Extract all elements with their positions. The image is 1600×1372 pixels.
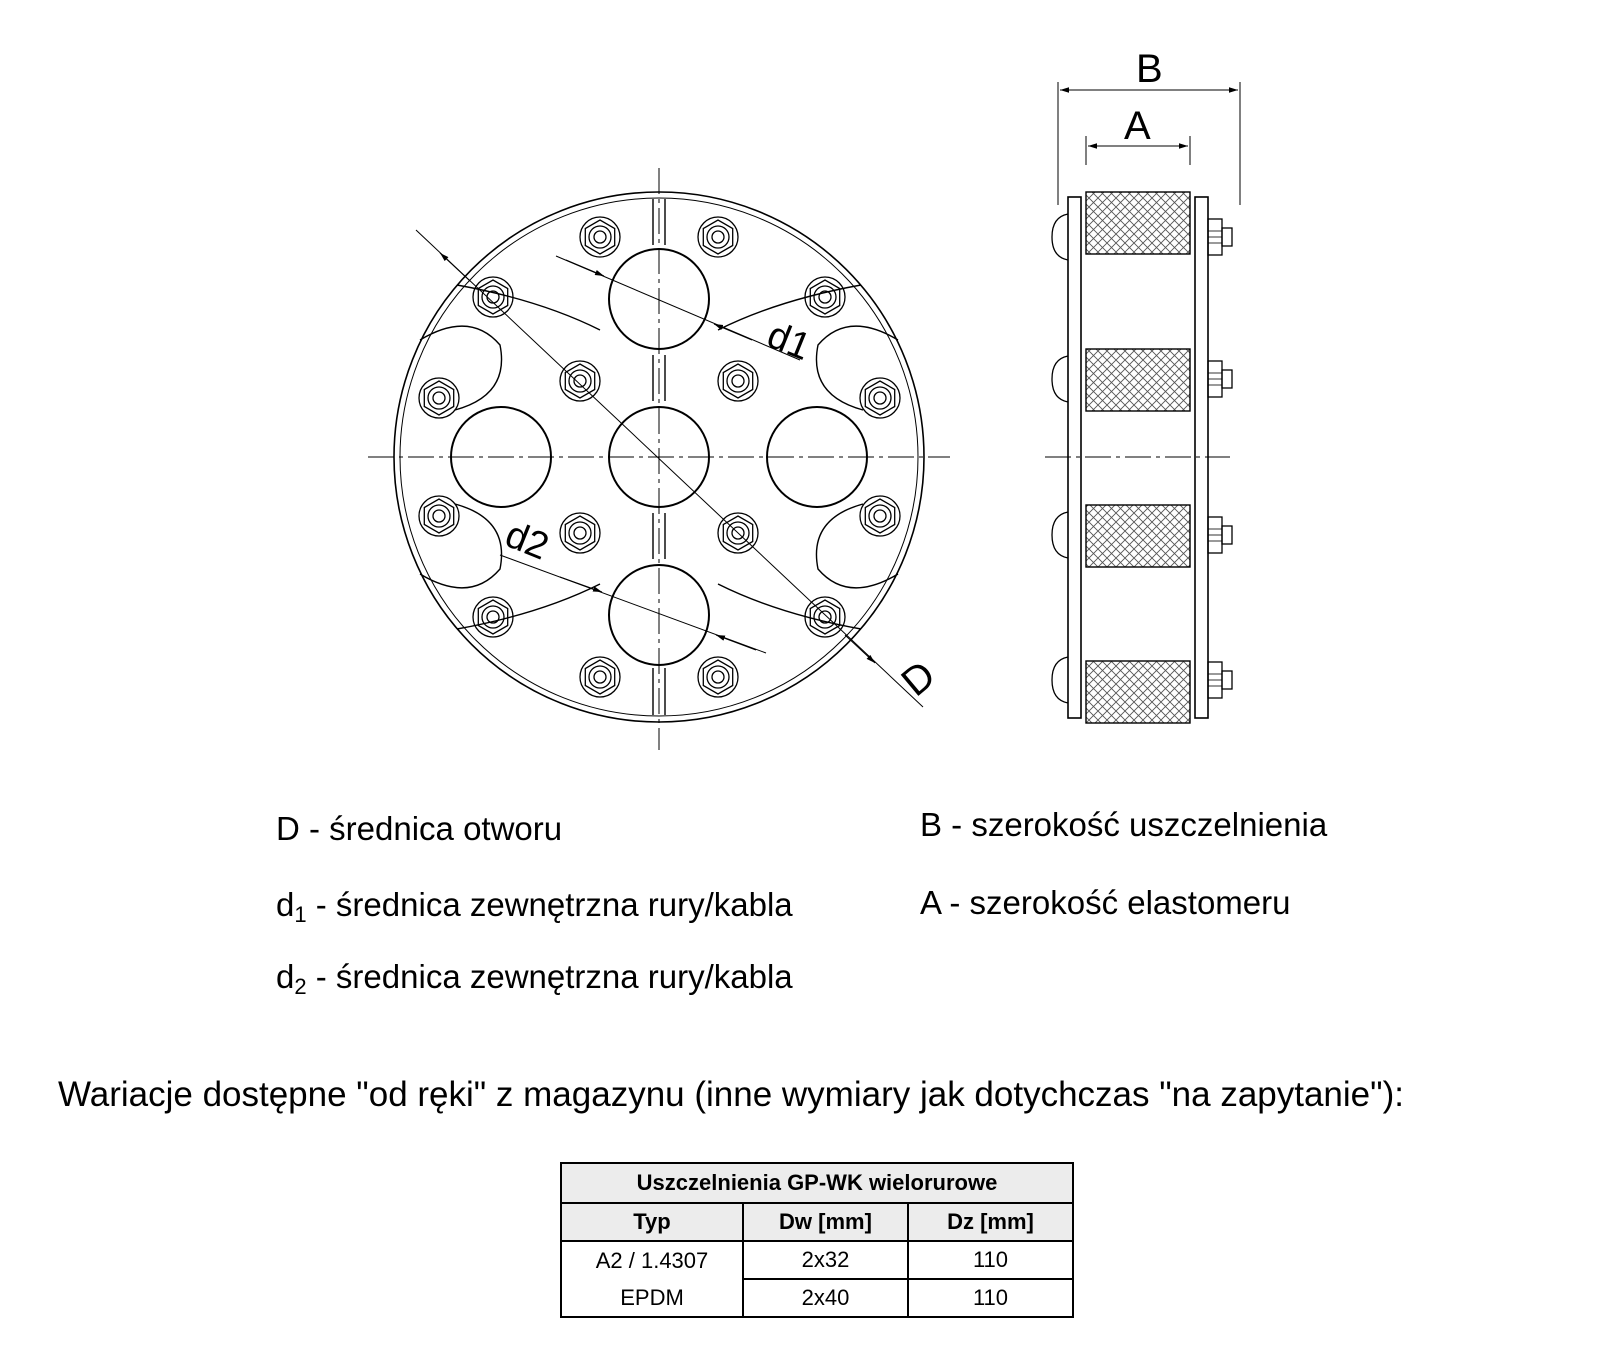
table-cell-typ: EPDM [560, 1279, 744, 1318]
bolt-nut [697, 656, 739, 698]
bolt-nut [418, 495, 460, 537]
side-bolt [1051, 213, 1233, 261]
label-B: B [1136, 47, 1163, 91]
inner-rim [399, 197, 919, 717]
legend-d1-subscript: 1 [294, 902, 307, 927]
table-header-dw: Dw [mm] [742, 1202, 909, 1242]
legend-d2-symbol: d [276, 958, 295, 995]
legend-B: B - szerokość uszczelnienia [920, 808, 1327, 841]
legend-d1: d1 - średnica zewnętrzna rury/kabla [276, 888, 793, 926]
legend-D-symbol: D [276, 810, 300, 847]
legend-B-symbol: B [920, 806, 943, 843]
outer-circle [393, 191, 925, 723]
bolt-nut [472, 276, 514, 318]
variants-table: Uszczelnienia GP-WK wielorurowe Typ Dw [… [560, 1162, 1074, 1318]
table-cell-typ: A2 / 1.4307 [560, 1240, 744, 1279]
legend-d2-text: - średnica zewnętrzna rury/kabla [306, 958, 793, 995]
right-plate [1194, 196, 1209, 719]
bolt-nut [859, 377, 901, 419]
legend-B-text: - szerokość uszczelnienia [942, 806, 1328, 843]
bolt-nut [804, 596, 846, 638]
legend-A: A - szerokość elastomeru [920, 886, 1291, 919]
table-cell-dw: 2x40 [742, 1278, 909, 1318]
elastomer-blocks [1085, 191, 1191, 724]
bolt-nut [697, 216, 739, 258]
bolt-nut [559, 360, 601, 402]
table-header-dz: Dz [mm] [907, 1202, 1074, 1242]
legend-d1-text: - średnica zewnętrzna rury/kabla [306, 886, 793, 923]
legend-d1-symbol: d [276, 886, 295, 923]
table-row: A2 / 1.4307 2x32 110 [560, 1240, 1074, 1280]
bolt-nut [804, 276, 846, 318]
pipe-holes [450, 248, 868, 666]
bolt-nut [472, 596, 514, 638]
legend-D-text: - średnica otworu [299, 810, 563, 847]
table-cell-dz: 110 [907, 1240, 1074, 1280]
table-cell-dw: 2x32 [742, 1240, 909, 1280]
label-d2: d2 [499, 514, 554, 569]
label-D: D [893, 653, 943, 705]
legend-d2: d2 - średnica zewnętrzna rury/kabla [276, 960, 793, 998]
legend-d2-subscript: 2 [294, 974, 307, 999]
dimension-AB [1057, 82, 1241, 205]
legend-D: D - średnica otworu [276, 812, 562, 845]
bolt-nut [559, 512, 601, 554]
front-view [368, 168, 950, 750]
side-view [1045, 82, 1241, 724]
legend-A-symbol: A [920, 884, 941, 921]
bolt-nut [717, 360, 759, 402]
table-title: Uszczelnienia GP-WK wielorurowe [560, 1162, 1074, 1204]
side-bolt [1051, 656, 1233, 704]
side-bolts [1051, 213, 1233, 704]
label-d1: d1 [761, 314, 816, 369]
bolt-nut [859, 495, 901, 537]
bolt-nut [579, 656, 621, 698]
bolt-nut [579, 216, 621, 258]
side-bolt [1051, 511, 1233, 559]
table-header-typ: Typ [560, 1202, 744, 1242]
availability-note: Wariacje dostępne "od ręki" z magazynu (… [58, 1075, 1404, 1114]
legend-A-text: - szerokość elastomeru [940, 884, 1291, 921]
dimension-lines [415, 229, 924, 708]
bolt-nut [717, 512, 759, 554]
table-cell-dz: 110 [907, 1278, 1074, 1318]
technical-drawing: d1 d2 D B A [368, 47, 1241, 750]
segment-gaps [419, 199, 899, 715]
table-row: EPDM 2x40 110 [560, 1278, 1074, 1318]
left-plate [1067, 196, 1082, 719]
label-A: A [1124, 104, 1151, 148]
bolt-nut [418, 377, 460, 419]
side-bolt [1051, 355, 1233, 403]
